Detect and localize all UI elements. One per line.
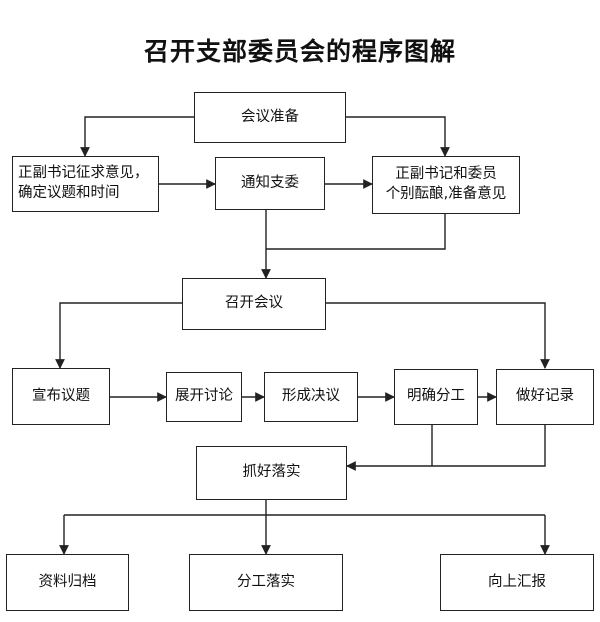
node-division-label: 分工落实 [237, 573, 295, 590]
arrow-prepare-to-solicit [80, 116, 194, 157]
diagram-title: 召开支部委员会的程序图解 [143, 37, 456, 66]
arrow-convene-to-announce [55, 302, 182, 369]
node-prepare: 会议准备 [194, 92, 346, 143]
node-assign-label: 明确分工 [407, 388, 465, 405]
node-resolve: 形成决议 [264, 372, 358, 422]
node-archive: 资料归档 [6, 554, 129, 611]
node-implement: 抓好落实 [196, 446, 347, 500]
arrow-convene-to-record [326, 302, 550, 369]
node-implement-label: 抓好落实 [242, 464, 301, 481]
node-consult: 正副书记和委员 个别酝酿,准备意见 [372, 156, 520, 214]
node-notify: 通知支委 [215, 157, 325, 210]
node-discuss: 展开讨论 [166, 372, 242, 422]
node-record: 做好记录 [496, 369, 594, 425]
node-record-label: 做好记录 [516, 388, 574, 405]
node-convene-label: 召开会议 [225, 295, 283, 312]
node-division: 分工落实 [189, 554, 343, 611]
node-report: 向上汇报 [440, 554, 594, 611]
node-announce-label: 宣布议题 [32, 387, 90, 404]
node-assign: 明确分工 [394, 369, 478, 425]
arrow-prepare-to-consult [346, 116, 450, 157]
line-consult-down [266, 214, 446, 250]
node-solicit: 正副书记征求意见， 确定议题和时间 [12, 156, 159, 212]
node-prepare-label: 会议准备 [241, 108, 299, 125]
node-convene: 召开会议 [182, 278, 326, 330]
node-consult-label: 正副书记和委员 个别酝酿,准备意见 [385, 166, 507, 202]
line-record-down [346, 425, 546, 471]
node-resolve-label: 形成决议 [282, 388, 340, 405]
node-archive-label: 资料归档 [38, 573, 97, 590]
node-report-label: 向上汇报 [488, 573, 546, 590]
node-discuss-label: 展开讨论 [175, 388, 233, 405]
node-solicit-label: 正副书记征求意见， 确定议题和时间 [18, 165, 149, 201]
node-notify-label: 通知支委 [241, 174, 299, 191]
node-announce: 宣布议题 [12, 368, 110, 425]
